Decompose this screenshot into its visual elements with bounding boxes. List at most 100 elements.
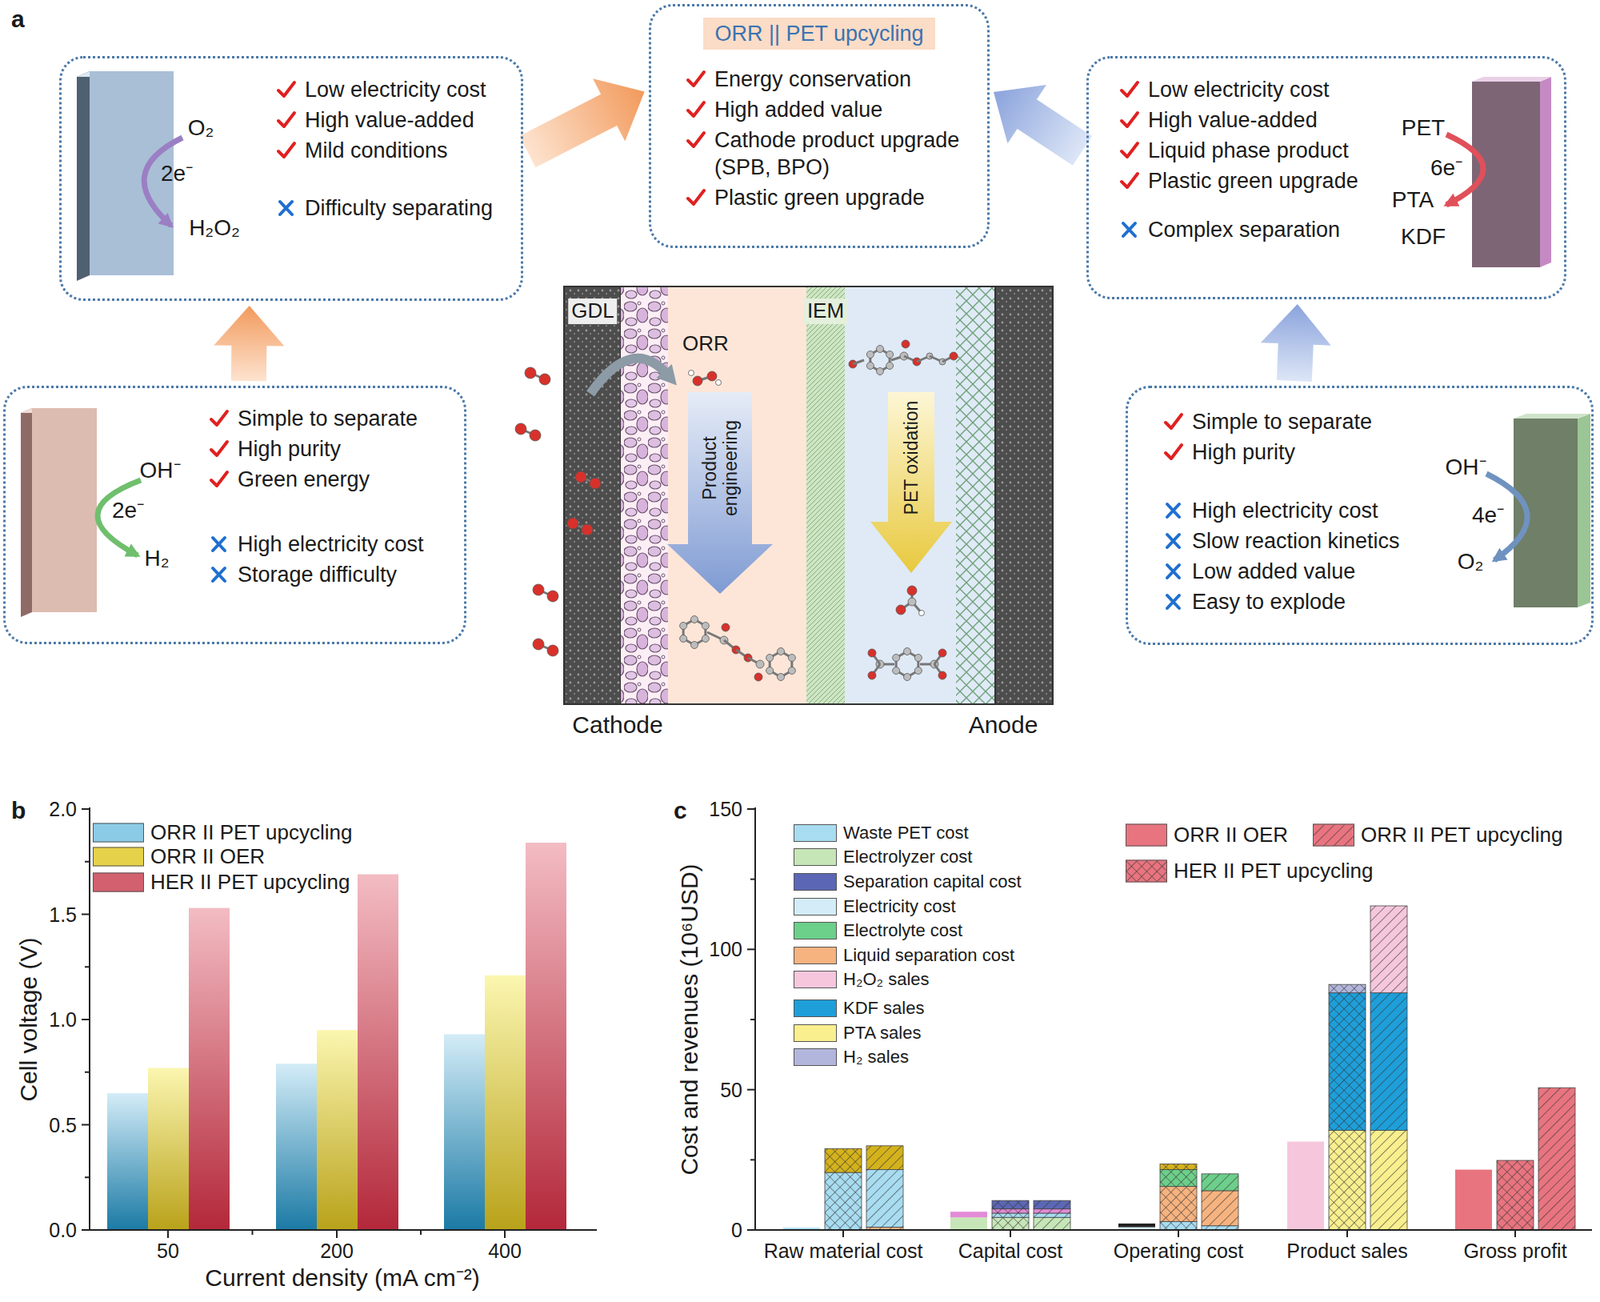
arrow-label: PET oxidation [900,400,922,516]
axis-line [84,1071,90,1073]
block-arrow [1260,304,1332,382]
bar-segment [1160,1164,1197,1170]
bar-hatch [1201,1190,1239,1226]
panel-label: c [673,796,688,825]
axis-line [88,1228,597,1231]
bar-hatch [824,1172,862,1230]
list-item: Cathode product upgrade (SPB, BPO) [685,126,973,181]
bar-hatch [1370,905,1408,993]
atom [896,604,906,615]
atom [949,352,958,360]
legend-row: ORR II PET upcycling [1312,822,1563,848]
atom [904,648,912,656]
bar-hatch [866,1145,904,1170]
legend-text: Electrolyzer cost [843,846,972,868]
bar-segment [1370,992,1408,1131]
mark-stroke [1121,143,1138,157]
atom [914,654,922,662]
bar-segment [1033,1212,1071,1217]
bar-segment [1118,1223,1156,1228]
panel-label: a [11,5,25,34]
axis-line [81,913,90,916]
item-text: High value-added [1148,106,1318,134]
chem-label: PET [1401,115,1445,141]
list-item: Slow reaction kinetics [1163,527,1584,555]
legend-text: ORR II PET upcycling [1360,822,1563,848]
bar-segment [866,1169,904,1228]
part-label: Anode [968,711,1039,740]
check-mark [685,100,707,120]
list-item: Storage difficulty [208,560,458,588]
tick-label: 1.0 [48,1008,77,1032]
list-item: High added value [685,96,973,124]
atom [868,648,876,657]
tick-label: 50 [156,1239,180,1263]
legend-swatch [1312,823,1355,846]
cross-mark [208,534,230,554]
tick-label: 150 [708,797,743,821]
atom [532,638,544,650]
legend-swatch [793,970,837,988]
check-mark [1119,110,1140,130]
legend-text: PTA sales [843,1022,921,1044]
bar-segment [1328,1130,1366,1230]
tick-label: 2.0 [48,797,77,821]
legend-swatch [793,1048,837,1066]
legend-row: ORR II PET upcycling [92,820,352,845]
atom [721,623,730,632]
bar-hatch [1160,1169,1197,1187]
legend-swatch [793,999,837,1017]
axis-title: Cost and revenues (10⁶USD) [676,863,704,1175]
check-mark [276,110,297,130]
bar-hatch [1370,992,1408,1131]
atom [756,660,764,668]
bar-segment [1370,1130,1408,1230]
atom [524,367,536,379]
check-mark [208,469,230,489]
legend-text: Separation capital cost [843,871,1022,892]
axis-line [747,1088,756,1091]
bar-segment [1201,1173,1239,1191]
item-text: Low added value [1192,557,1356,585]
bar-hatch [1160,1186,1197,1222]
block-arrow [519,78,644,168]
bar [188,908,230,1230]
tick-label: 200 [320,1239,354,1263]
legend-text: H₂O₂ sales [843,968,930,990]
list-item: Plastic green upgrade [1119,167,1556,195]
atom [688,370,695,376]
check-mark [1119,171,1140,191]
arrow-label: Product engineering [699,396,742,540]
bar-hatch [824,1148,862,1172]
axis-line [84,860,90,863]
bar-segment [1201,1190,1239,1226]
legend-row: HER II PET upcycling [92,869,351,895]
bar [525,842,567,1230]
atom [904,673,912,681]
bar-hatch [1201,1173,1239,1191]
list-item: High electricity cost [1163,496,1584,524]
atom [777,673,785,681]
atom [529,429,541,441]
mark-stroke [211,472,228,486]
item-text: Plastic green upgrade [714,184,925,212]
atom [547,644,559,656]
block-arrow [213,305,284,381]
list-item: Low electricity cost [276,76,513,104]
bar [484,975,526,1230]
atom [901,340,910,348]
legend-swatch [1125,823,1168,846]
check-mark [685,130,707,150]
legend-row: Electrolyzer cost [793,846,972,868]
atom [866,362,874,370]
legend-swatch [92,822,144,842]
feature-box: ORR || PET upcyclingEnergy conservationH… [648,4,990,248]
atom [919,610,925,616]
legend-text: KDF sales [843,997,924,1019]
part-label: IEM [804,298,848,324]
check-mark [685,188,707,208]
check-mark [276,80,297,100]
bar-hatch [1160,1164,1197,1170]
mark-stroke [278,82,295,96]
bar-segment [1328,992,1366,1131]
